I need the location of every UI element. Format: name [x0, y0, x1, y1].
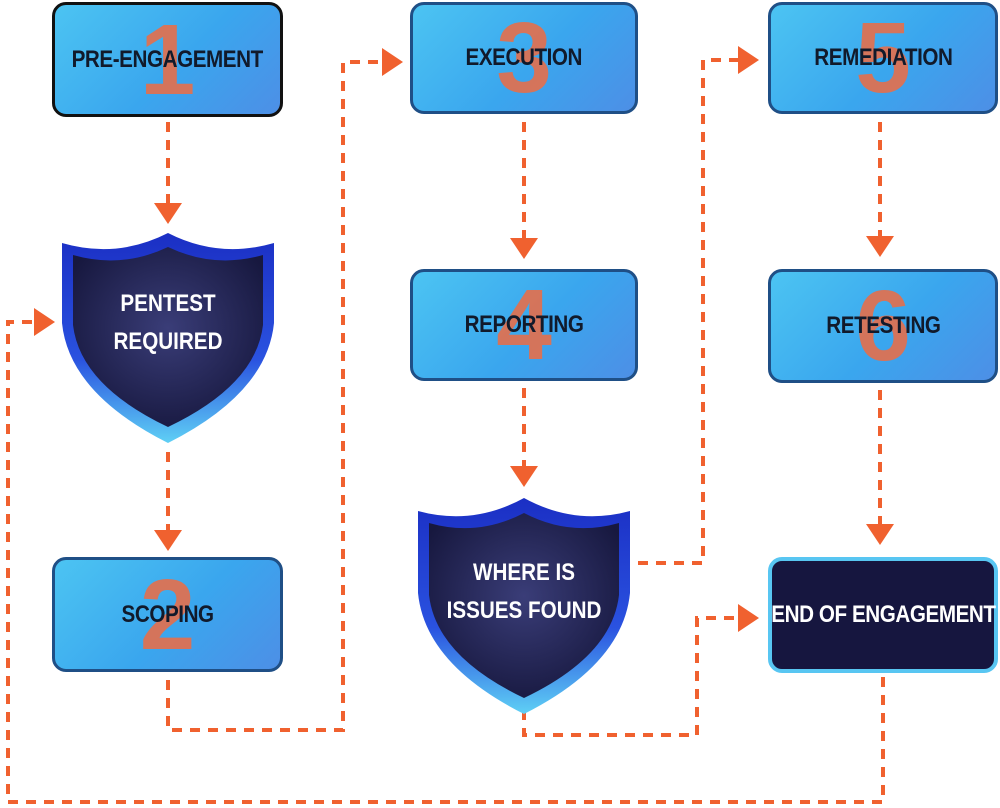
step-label: REMEDIATION — [813, 44, 953, 71]
step-remediation: 5 REMEDIATION — [768, 2, 998, 114]
step-reporting: 4 REPORTING — [410, 269, 638, 381]
connector-issues-to-5 — [638, 58, 738, 565]
arrowhead-down-4 — [510, 238, 538, 259]
step-number: 2 — [139, 558, 196, 671]
connector-end-to-pentest — [6, 320, 885, 804]
decision-issues-found: WHERE IS ISSUES FOUND — [438, 554, 610, 630]
step-retesting: 6 RETESTING — [768, 269, 998, 383]
step-scoping: 2 SCOPING — [52, 557, 283, 672]
decision-line: WHERE IS — [472, 559, 576, 586]
end-label: END OF ENGAGEMENT — [770, 601, 996, 628]
decision-pentest-required: PENTEST REQUIRED — [82, 285, 254, 361]
step-execution: 3 EXECUTION — [410, 2, 638, 114]
shield-icon-pentest — [62, 233, 274, 443]
step-label: RETESTING — [825, 312, 941, 339]
arrowhead-down-end — [866, 524, 894, 545]
connector-issues-to-end — [522, 616, 738, 737]
decision-line: ISSUES FOUND — [446, 597, 602, 624]
step-number: 6 — [855, 270, 911, 382]
decision-line: PENTEST — [120, 290, 216, 317]
step-label: EXECUTION — [465, 44, 583, 71]
arrowhead-down-2 — [154, 530, 182, 551]
step-number: 5 — [855, 2, 911, 114]
connector-2-to-3 — [166, 60, 382, 732]
arrowhead-right-5 — [738, 46, 759, 74]
step-number: 3 — [496, 2, 552, 114]
arrowhead-right-3 — [382, 48, 403, 76]
step-label: REPORTING — [464, 311, 584, 338]
end-of-engagement-box: END OF ENGAGEMENT — [768, 557, 998, 673]
arrowhead-right-pentest — [34, 308, 55, 336]
shield-icon-issues — [418, 498, 630, 714]
step-label: PRE-ENGAGEMENT — [71, 45, 264, 73]
arrowhead-down-1 — [154, 203, 182, 224]
arrowhead-down-6 — [866, 236, 894, 257]
decision-line: REQUIRED — [113, 328, 223, 355]
arrowhead-right-end — [738, 604, 759, 632]
step-pre-engagement: 1 PRE-ENGAGEMENT — [52, 2, 283, 117]
step-number: 4 — [496, 269, 552, 381]
step-number: 1 — [139, 3, 196, 116]
arrowhead-down-issues — [510, 466, 538, 487]
step-label: SCOPING — [121, 600, 214, 628]
